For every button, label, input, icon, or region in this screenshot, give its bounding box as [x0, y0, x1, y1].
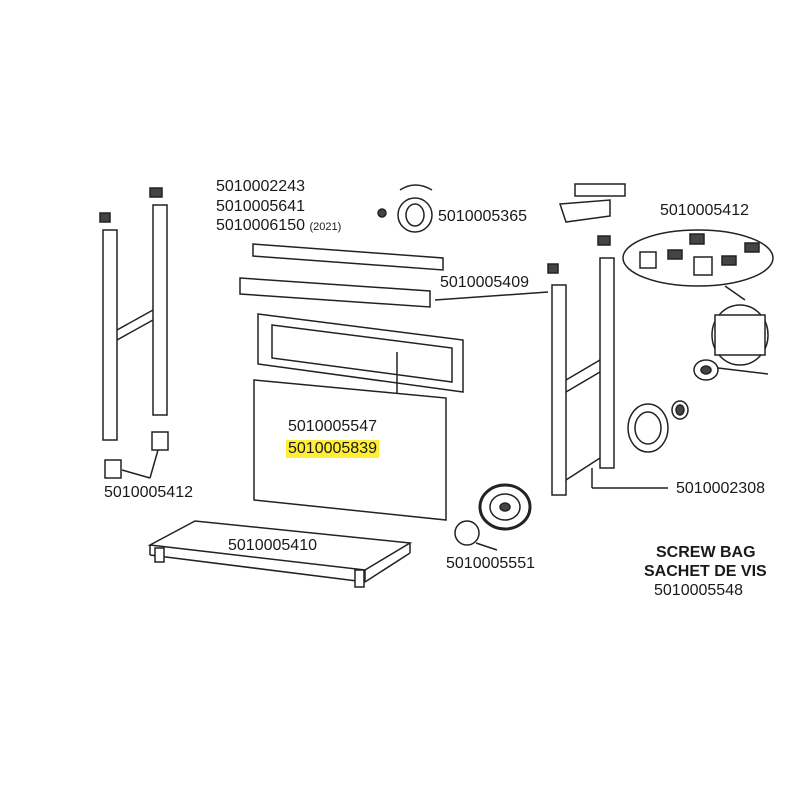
bottom-shelf	[147, 520, 413, 588]
part-5010006150-label: 5010006150 (2021)	[216, 217, 342, 234]
screw-bag-title-fr: SACHET DE VIS	[644, 563, 767, 580]
propane-tank	[693, 304, 769, 381]
part-5010005547-label: 5010005547	[288, 418, 377, 435]
regulator-parts	[377, 184, 433, 233]
wheel-front	[454, 483, 532, 551]
part-5010005412-left-label: 5010005412	[104, 484, 193, 501]
part-5010005641-label: 5010005641	[216, 198, 305, 215]
left-foot-caps	[104, 431, 169, 479]
part-5010002243-label: 5010002243	[216, 178, 305, 195]
part-5010005365-label: 5010005365	[438, 208, 527, 225]
screw-bag-callout	[622, 229, 774, 301]
part-5010005409-label: 5010005409	[440, 274, 529, 291]
part-5010005839-highlighted-label: 5010005839	[286, 440, 379, 458]
part-5010002308-label: 5010002308	[676, 480, 765, 497]
top-bracket	[558, 183, 626, 223]
left-leg-frame	[99, 187, 168, 441]
part-5010005412-right-label: 5010005412	[660, 202, 749, 219]
wheel-side	[627, 400, 689, 453]
right-leg-frame	[547, 235, 668, 496]
part-5010005410-label: 5010005410	[228, 537, 317, 554]
screw-bag-title: SCREW BAG	[656, 544, 756, 561]
back-panel	[257, 313, 464, 455]
part-5010005551-label: 5010005551	[446, 555, 535, 572]
crossbars	[239, 243, 549, 308]
screw-bag-part-number: 5010005548	[654, 582, 743, 599]
